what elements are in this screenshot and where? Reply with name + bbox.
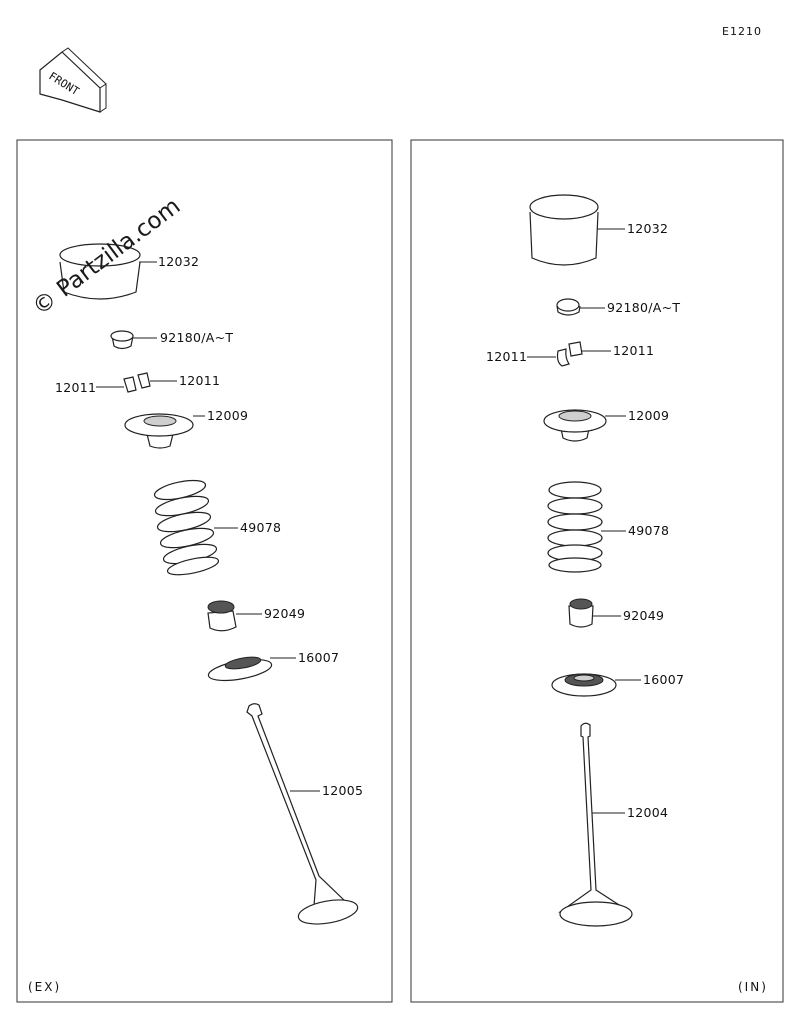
ex-seal-label: 92049 — [264, 606, 306, 621]
ex-panel — [16, 139, 393, 1003]
in-keeper-right-label: 12011 — [613, 343, 655, 358]
ex-keepers-icon — [96, 372, 177, 393]
ex-seat-icon — [207, 656, 296, 682]
in-retainer-label: 12009 — [628, 408, 670, 423]
in-shim-label: 92180/A~T — [607, 300, 681, 315]
ex-keeper-left-label: 12011 — [55, 380, 97, 395]
diagram-code: E1210 — [722, 25, 762, 38]
ex-lifter-icon — [59, 243, 157, 300]
in-seal-label: 92049 — [623, 608, 665, 623]
in-valve-icon — [558, 722, 633, 927]
in-lifter-label: 12032 — [627, 221, 669, 236]
ex-keeper-right-label: 12011 — [179, 373, 221, 388]
ex-retainer-icon — [124, 413, 205, 449]
ex-seal-icon — [207, 600, 262, 632]
in-lifter-icon — [529, 194, 625, 266]
ex-lifter-label: 12032 — [158, 254, 200, 269]
ex-valve-icon — [246, 703, 359, 925]
in-retainer-icon — [543, 409, 626, 442]
in-seal-icon — [568, 598, 621, 628]
in-panel — [410, 139, 784, 1003]
ex-spring-label: 49078 — [240, 520, 282, 535]
ex-shim-icon — [110, 330, 157, 350]
in-valve-label: 12004 — [627, 805, 669, 820]
in-spring-label: 49078 — [628, 523, 670, 538]
in-shim-icon — [556, 298, 605, 316]
front-arrow-icon: FRONT — [39, 47, 107, 113]
ex-retainer-label: 12009 — [207, 408, 249, 423]
ex-shim-label: 92180/A~T — [160, 330, 234, 345]
in-seat-icon — [551, 673, 641, 697]
in-spring-icon — [547, 481, 626, 573]
ex-panel-label: (EX) — [28, 980, 62, 994]
ex-seat-label: 16007 — [298, 650, 340, 665]
in-keepers-icon — [527, 341, 611, 367]
ex-valve-label: 12005 — [322, 783, 364, 798]
in-panel-label: (IN) — [738, 980, 768, 994]
in-keeper-left-label: 12011 — [486, 349, 528, 364]
ex-spring-icon — [153, 479, 238, 576]
in-seat-label: 16007 — [643, 672, 685, 687]
